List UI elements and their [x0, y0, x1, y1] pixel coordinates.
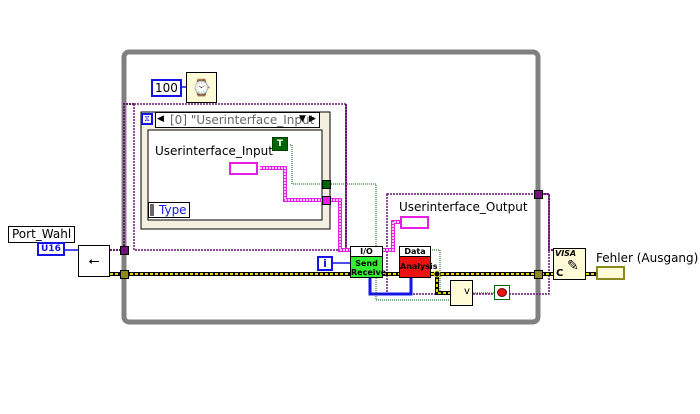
send-receive-header: I/O: [351, 247, 382, 257]
iteration-terminal: i: [317, 256, 333, 271]
stop-icon: [497, 288, 507, 297]
case-selector[interactable]: ◀ [0] "Userinterface_Input ▼ ▶: [155, 112, 320, 128]
data-analysis-header: Data: [400, 247, 430, 257]
visa-close-top-label: VISA: [555, 249, 577, 258]
event-type-node[interactable]: Type: [148, 202, 190, 218]
usb-icon: ⭠: [88, 253, 100, 269]
error-out-indicator[interactable]: [596, 266, 625, 280]
data-analysis-subvi[interactable]: Data Analysis: [399, 246, 438, 278]
port-select-control[interactable]: U16: [37, 242, 65, 256]
event-type-handle: [150, 204, 154, 216]
cluster-tunnel: [322, 196, 331, 205]
case-selector-label: [0] "Userinterface_Input: [170, 113, 315, 127]
send-receive-line1: Send: [355, 259, 378, 268]
wait-ms-node[interactable]: ⌚: [186, 72, 217, 103]
visa-close-bottom-label: C: [556, 268, 564, 279]
event-timeout-icon: ⧖: [141, 113, 153, 125]
port-select-label: Port_Wahl: [8, 226, 76, 243]
visa-close-node[interactable]: VISA C ✎: [553, 248, 586, 280]
event-input-cluster-node[interactable]: [229, 162, 258, 175]
output-label: Userinterface_Output: [399, 200, 528, 214]
error-tunnel-left: [120, 270, 129, 279]
error-out-label: Fehler (Ausgang): [596, 251, 699, 265]
send-receive-subvi[interactable]: I/O Send Receive: [350, 246, 387, 278]
stop-condition-terminal[interactable]: [494, 285, 510, 300]
bool-tunnel: [322, 180, 331, 189]
dropdown-arrow-icon[interactable]: ▼: [299, 114, 306, 124]
output-cluster-node[interactable]: [400, 216, 429, 229]
visa-wire: [110, 103, 134, 251]
decrement-arrow-icon[interactable]: ◀: [157, 114, 164, 124]
data-analysis-line1: Analysis: [400, 262, 438, 271]
error-tunnel-right: [534, 270, 543, 279]
visa-wire-inner: [345, 104, 354, 251]
visa-tunnel-left: [120, 246, 129, 255]
event-type-label: Type: [159, 203, 187, 217]
visa-pencil-icon: ✎: [567, 258, 579, 274]
true-constant[interactable]: T: [272, 137, 288, 151]
or-compound-node[interactable]: v: [450, 280, 473, 306]
watch-icon: ⌚: [191, 78, 212, 97]
usb-visa-open-node[interactable]: ⭠: [78, 245, 110, 277]
send-receive-line2: Receive: [351, 268, 387, 277]
visa-tunnel-right: [534, 190, 543, 199]
u16-type-badge: U16: [41, 244, 61, 254]
event-input-label: Userinterface_Input: [155, 144, 273, 158]
increment-arrow-icon[interactable]: ▶: [309, 114, 316, 124]
cluster-wire-output: [383, 220, 400, 252]
wait-ms-constant[interactable]: 100: [151, 79, 182, 97]
visa-wire-out: [538, 193, 555, 251]
or-symbol: v: [464, 286, 470, 297]
